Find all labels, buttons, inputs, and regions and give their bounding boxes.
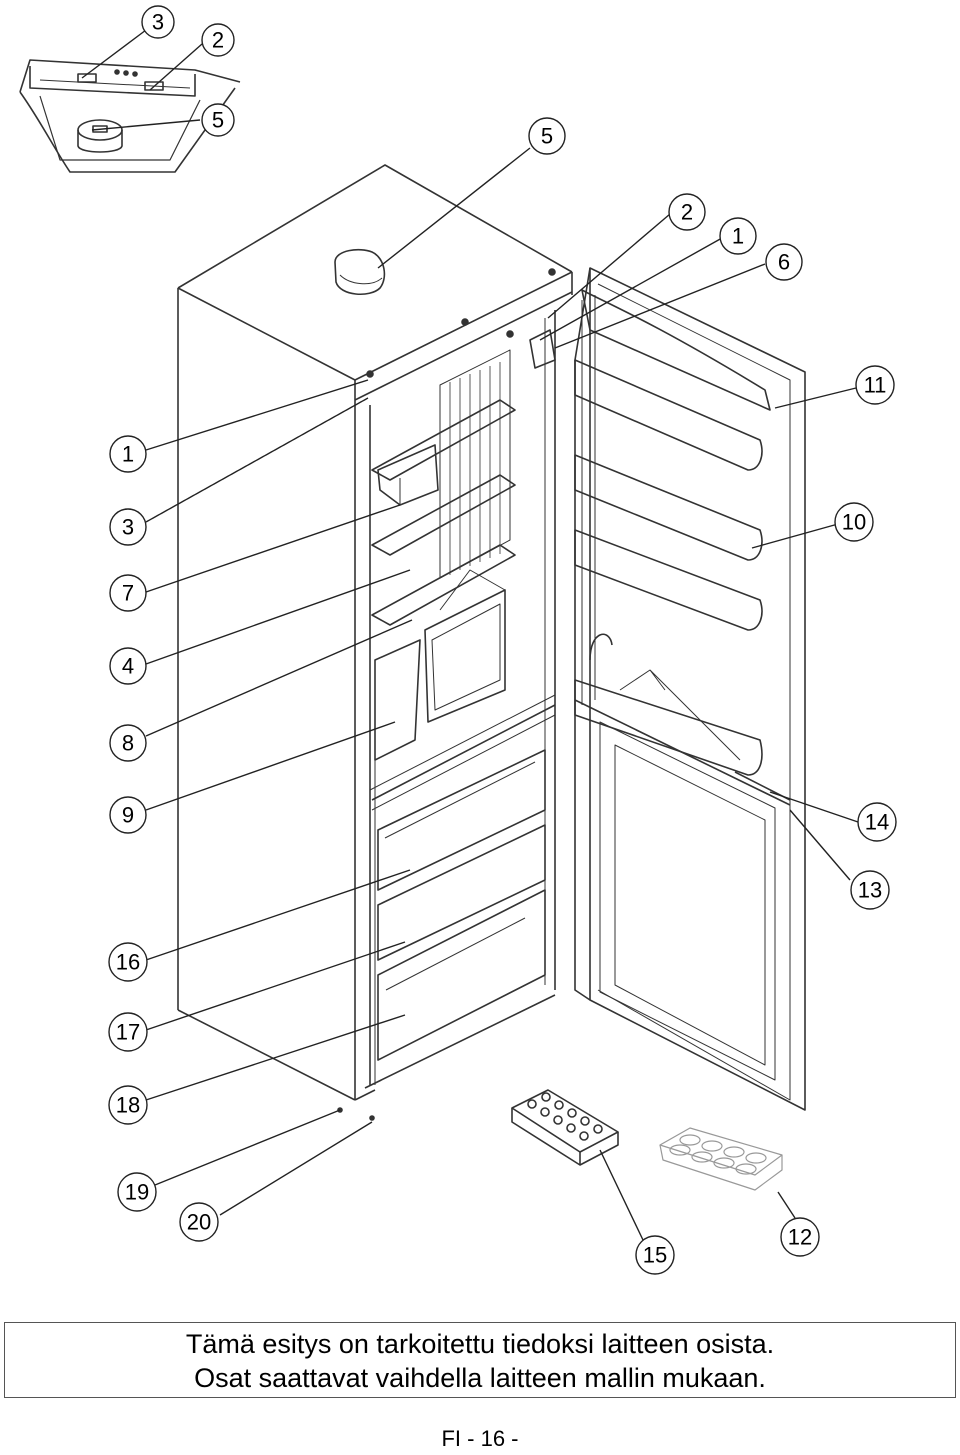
callout-label-13: 13	[858, 878, 882, 903]
callout-label-8: 8	[122, 731, 134, 756]
callout-label-6: 6	[778, 250, 790, 275]
callout-label-5: 5	[541, 124, 553, 149]
disclaimer-box: Tämä esitys on tarkoitettu tiedoksi lait…	[4, 1322, 956, 1398]
callout-circles	[108, 5, 897, 1275]
callout-label-7: 7	[122, 581, 134, 606]
callout-label-inset-3: 3	[152, 10, 164, 35]
disclaimer-line-1: Tämä esitys on tarkoitettu tiedoksi lait…	[185, 1329, 775, 1359]
callout-label-3: 3	[122, 515, 134, 540]
callout-label-2: 2	[681, 200, 693, 225]
inset-top-detail	[19, 59, 241, 173]
fridge-door	[574, 267, 806, 1111]
callout-label-4: 4	[122, 654, 134, 679]
callout-label-18: 18	[116, 1093, 140, 1118]
page-number: FI - 16 -	[441, 1426, 519, 1451]
callout-label-1: 1	[122, 442, 134, 467]
callout-label-1-door: 1	[732, 224, 744, 249]
leader-lines	[81, 29, 859, 1241]
callout-label-inset-2: 2	[212, 28, 224, 53]
callout-label-10: 10	[842, 510, 866, 535]
refrigerator-exploded-diagram: 3 2 5 5 2 1 6 11 1 3 10 7 4 8 9 14 13 16…	[19, 5, 897, 1275]
ice-tray	[511, 1089, 619, 1166]
callout-label-inset-5: 5	[212, 108, 224, 133]
callout-label-9: 9	[122, 803, 134, 828]
callout-label-19: 19	[125, 1180, 149, 1205]
callout-label-16: 16	[116, 950, 140, 975]
callout-label-14: 14	[865, 810, 889, 835]
callout-label-12: 12	[788, 1225, 812, 1250]
fridge-cabinet	[177, 164, 573, 1121]
egg-tray	[659, 1127, 783, 1191]
callout-label-17: 17	[116, 1020, 140, 1045]
callout-label-20: 20	[187, 1210, 211, 1235]
callout-label-11: 11	[864, 373, 887, 398]
callout-label-15: 15	[643, 1243, 667, 1268]
disclaimer-line-2: Osat saattavat vaihdella laitteen mallin…	[194, 1363, 766, 1393]
